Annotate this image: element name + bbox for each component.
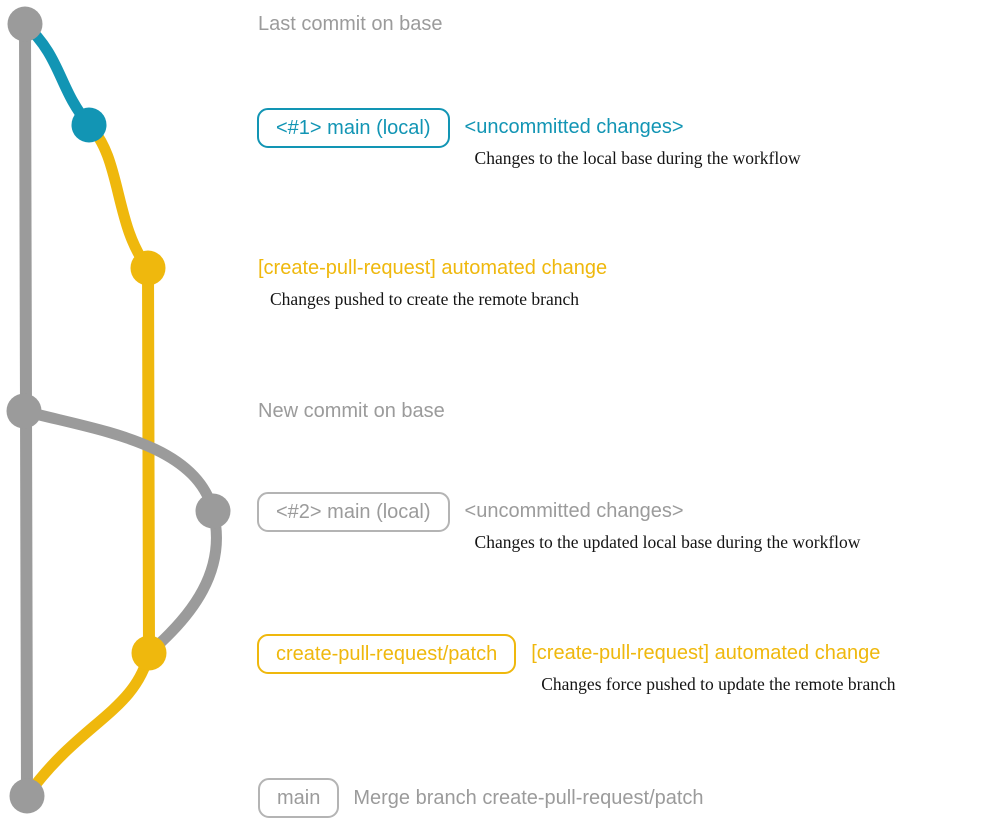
commit-node-merge (9, 778, 45, 814)
branch-badge-main-local-2: <#2> main (local) (257, 492, 450, 532)
branch-badge-main: main (258, 778, 340, 818)
edge-base-to-local-1 (19, 18, 95, 131)
commit-node-remote-1 (130, 250, 166, 286)
commit-node-base-2 (6, 393, 42, 429)
annotation-local-commit-1: <#1> main (local) <uncommitted changes> … (257, 108, 801, 168)
remote-push-description-2: Changes force pushed to update the remot… (541, 674, 896, 694)
commit-node-local-1 (71, 107, 107, 143)
local-change-description-1: Changes to the local base during the wor… (474, 148, 801, 168)
annotation-new-commit: New commit on base (258, 400, 445, 423)
automated-change-label-1: [create-pull-request] automated change (258, 257, 608, 279)
local-change-description-2: Changes to the updated local base during… (474, 532, 861, 552)
uncommitted-changes-label-2: <uncommitted changes> (464, 500, 684, 522)
annotation-merge-commit: main Merge branch create-pull-request/pa… (258, 778, 704, 818)
edge-local-to-remote-2 (143, 505, 222, 659)
commit-node-base-1 (7, 6, 43, 42)
branch-badge-create-pull-request-patch: create-pull-request/patch (257, 634, 517, 674)
uncommitted-changes-label-1: <uncommitted changes> (464, 116, 684, 138)
annotation-remote-commit-1: [create-pull-request] automated change C… (258, 257, 607, 309)
last-commit-label: Last commit on base (258, 13, 443, 35)
annotation-remote-commit-2: create-pull-request/patch [create-pull-r… (257, 634, 895, 694)
annotation-last-commit: Last commit on base (258, 13, 443, 36)
remote-branch-line (142, 262, 155, 659)
commit-node-local-2 (195, 493, 231, 529)
edge-local-to-remote-1 (83, 119, 154, 274)
merge-commit-label: Merge branch create-pull-request/patch (353, 787, 704, 809)
commit-node-remote-2 (131, 635, 167, 671)
edge-base-to-local-2 (18, 405, 219, 517)
remote-push-description-1: Changes pushed to create the remote bran… (270, 289, 580, 309)
edge-remote-to-merge (21, 647, 155, 802)
branch-badge-main-local-1: <#1> main (local) (257, 108, 450, 148)
automated-change-label-2: [create-pull-request] automated change (531, 642, 881, 664)
annotation-local-commit-2: <#2> main (local) <uncommitted changes> … (257, 492, 860, 552)
new-commit-label: New commit on base (258, 400, 445, 422)
